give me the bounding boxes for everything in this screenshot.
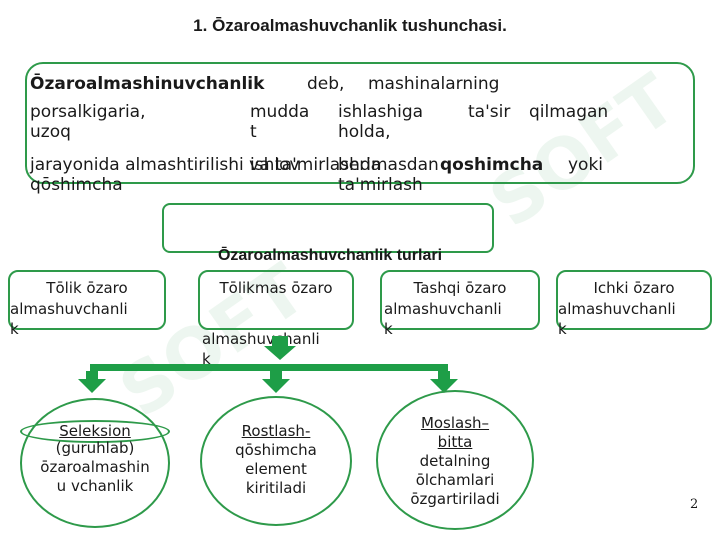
method-circle-selective — [20, 398, 170, 528]
method-text: ōlchamlari — [415, 471, 495, 489]
type-label: k — [384, 320, 393, 338]
type-box-partial — [198, 270, 354, 330]
definition-word: qoshimcha — [440, 155, 544, 175]
types-subtitle: Ōzaroalmashuvchanlik turlari — [217, 247, 443, 264]
method-heading: Rostlash- — [241, 422, 311, 440]
definition-word: yoki — [568, 155, 604, 175]
arrow-down-icon — [78, 371, 106, 393]
arrow-down-icon — [264, 336, 296, 360]
definition-box — [25, 62, 695, 184]
type-label: almashuvchanli — [202, 330, 320, 348]
type-label: almashuvchanli — [558, 300, 676, 318]
type-label: k — [202, 350, 211, 368]
definition-word: ishlov — [250, 155, 300, 175]
type-box-full — [8, 270, 166, 330]
connector-line — [90, 364, 448, 371]
method-text: qōshimcha — [235, 441, 317, 459]
type-label: k — [558, 320, 567, 338]
method-heading: Moslash– — [420, 414, 490, 432]
type-box-external — [380, 270, 540, 330]
method-text: (guruhlab) — [55, 439, 135, 457]
definition-word: ta'sir — [468, 102, 511, 122]
definition-word: qilmagan — [529, 102, 609, 122]
method-text: element — [245, 460, 307, 478]
definition-word: t — [250, 122, 257, 142]
method-heading: Seleksion — [20, 420, 170, 443]
definition-word: deb, — [307, 74, 345, 94]
definition-word: berimasdan — [338, 155, 439, 175]
definition-word: mashinalarning — [368, 74, 500, 94]
method-text: kiritiladi — [245, 479, 307, 497]
definition-word: ishlashiga — [338, 102, 424, 122]
type-label: Ichki ōzaro — [593, 279, 675, 297]
definition-word: qōshimcha — [30, 175, 123, 195]
definition-word: porsalkigaria, — [30, 102, 146, 122]
type-label: Tōlikmas ōzaro — [219, 279, 333, 297]
type-box-internal — [556, 270, 712, 330]
empty-box — [162, 203, 494, 253]
definition-word: ta'mirlash — [338, 175, 423, 195]
method-circle-fit — [376, 390, 534, 530]
definition-word: jarayonida almashtirilishi va ta'mirlash… — [30, 155, 382, 175]
method-text: u vchanlik — [56, 477, 134, 495]
method-text: ōzgartiriladi — [410, 490, 500, 508]
page-number: 2 — [690, 497, 699, 512]
definition-term: Ōzaroalmashinuvchanlik — [30, 74, 265, 94]
arrow-down-icon — [262, 371, 290, 393]
definition-word: mudda — [250, 102, 310, 122]
method-heading: bitta — [437, 433, 473, 451]
type-label: almashuvchanli — [10, 300, 128, 318]
method-circle-adjust — [200, 396, 352, 526]
slide-title: 1. Ōzaroalmashuvchanlik tushunchasi. — [193, 16, 507, 35]
arrow-down-icon — [430, 371, 458, 393]
method-text: detalning — [419, 452, 491, 470]
type-label: almashuvchanli — [384, 300, 502, 318]
definition-word: holda, — [338, 122, 391, 142]
method-text: ōzaroalmashin — [40, 458, 150, 476]
type-label: Tōlik ōzaro — [46, 279, 128, 297]
type-label: k — [10, 320, 19, 338]
type-label: Tashqi ōzaro — [413, 279, 507, 297]
definition-word: uzoq — [30, 122, 71, 142]
